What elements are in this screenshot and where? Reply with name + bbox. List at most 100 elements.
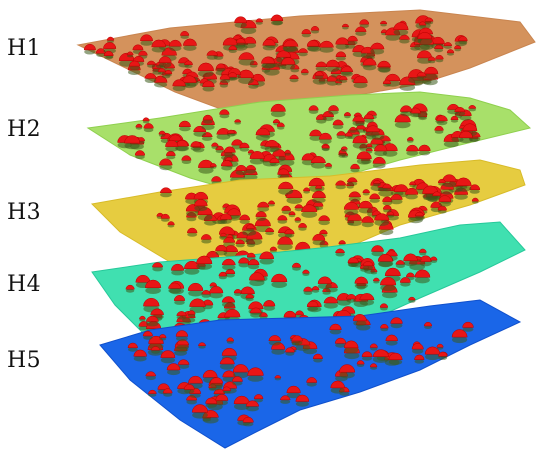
point-marker [135, 123, 143, 128]
marker-shadow [159, 337, 167, 341]
marker-shadow [216, 67, 226, 72]
point-marker [171, 263, 185, 271]
marker-shadow [216, 133, 231, 140]
point-marker [435, 54, 444, 60]
marker-shadow [265, 231, 274, 236]
marker-shadow [219, 363, 235, 370]
marker-shadow [204, 220, 217, 226]
point-marker [249, 151, 265, 159]
point-marker [377, 253, 393, 262]
marker-shadow [424, 20, 434, 25]
marker-shadow [243, 42, 256, 49]
marker-shadow [335, 342, 346, 348]
point-marker [446, 49, 455, 54]
point-marker [257, 201, 270, 208]
point-marker [221, 347, 237, 356]
point-marker [450, 115, 459, 120]
point-marker [414, 211, 425, 217]
marker-shadow [330, 387, 345, 394]
marker-shadow [318, 219, 330, 226]
marker-shadow [309, 135, 322, 141]
point-marker [408, 296, 416, 301]
point-marker [468, 105, 477, 109]
marker-shadow [281, 210, 291, 215]
marker-shadow [326, 66, 340, 72]
marker-shadow [255, 21, 263, 25]
marker-shadow [303, 190, 310, 194]
point-marker [183, 384, 195, 390]
marker-shadow [152, 266, 163, 272]
marker-shadow [458, 40, 468, 45]
marker-shadow [346, 298, 356, 303]
marker-shadow [168, 287, 181, 294]
marker-shadow [388, 359, 403, 365]
point-marker [220, 213, 232, 220]
marker-shadow [167, 224, 175, 228]
marker-shadow [438, 209, 447, 214]
point-marker [363, 113, 375, 120]
marker-shadow [412, 348, 424, 354]
point-marker [382, 204, 392, 210]
layer-label-h1: H1 [7, 36, 42, 61]
marker-shadow [234, 121, 241, 125]
marker-shadow [193, 131, 207, 137]
point-marker [347, 177, 358, 183]
marker-shadow [143, 335, 153, 340]
point-marker [414, 354, 425, 360]
marker-shadow [405, 193, 418, 200]
marker-shadow [353, 320, 367, 327]
marker-shadow [234, 292, 242, 296]
point-marker [232, 364, 249, 373]
point-marker [276, 122, 285, 127]
marker-shadow [417, 38, 433, 45]
point-marker [365, 125, 380, 132]
marker-shadow [315, 66, 327, 72]
marker-shadow [294, 220, 301, 223]
marker-shadow [269, 162, 280, 167]
point-marker [348, 191, 362, 198]
point-marker [129, 60, 141, 67]
marker-shadow [459, 137, 473, 144]
point-marker [219, 109, 230, 115]
point-marker [385, 334, 398, 342]
marker-shadow [270, 110, 286, 118]
point-marker [277, 168, 290, 175]
marker-shadow [374, 219, 390, 226]
point-marker [209, 286, 224, 294]
marker-shadow [347, 262, 359, 267]
point-marker [403, 253, 418, 261]
point-marker [388, 352, 403, 360]
marker-shadow [347, 40, 358, 45]
marker-shadow [283, 45, 299, 53]
marker-shadow [430, 259, 438, 263]
marker-shadow [415, 215, 424, 220]
point-marker [306, 377, 318, 383]
marker-shadow [319, 46, 334, 53]
point-marker [162, 388, 173, 394]
marker-shadow [366, 146, 373, 150]
point-marker [438, 351, 448, 357]
point-marker [436, 115, 448, 122]
marker-shadow [158, 133, 166, 137]
marker-shadow [373, 280, 380, 284]
marker-shadow [362, 356, 373, 361]
marker-shadow [198, 166, 214, 174]
marker-shadow [160, 192, 172, 198]
point-marker [328, 105, 339, 111]
marker-shadow [340, 71, 353, 77]
marker-shadow [190, 146, 202, 151]
layer-label-h2: H2 [7, 117, 42, 142]
marker-shadow [264, 145, 280, 153]
marker-shadow [354, 282, 368, 289]
point-marker [406, 144, 419, 152]
marker-shadow [234, 403, 250, 410]
point-marker [177, 359, 190, 365]
marker-shadow [248, 264, 260, 270]
point-marker [278, 181, 294, 189]
layer-plane-h1 [76, 9, 536, 119]
marker-shadow [184, 267, 200, 275]
marker-shadow [436, 120, 448, 126]
marker-shadow [428, 60, 436, 64]
point-marker [232, 376, 243, 382]
marker-shadow [281, 63, 296, 70]
